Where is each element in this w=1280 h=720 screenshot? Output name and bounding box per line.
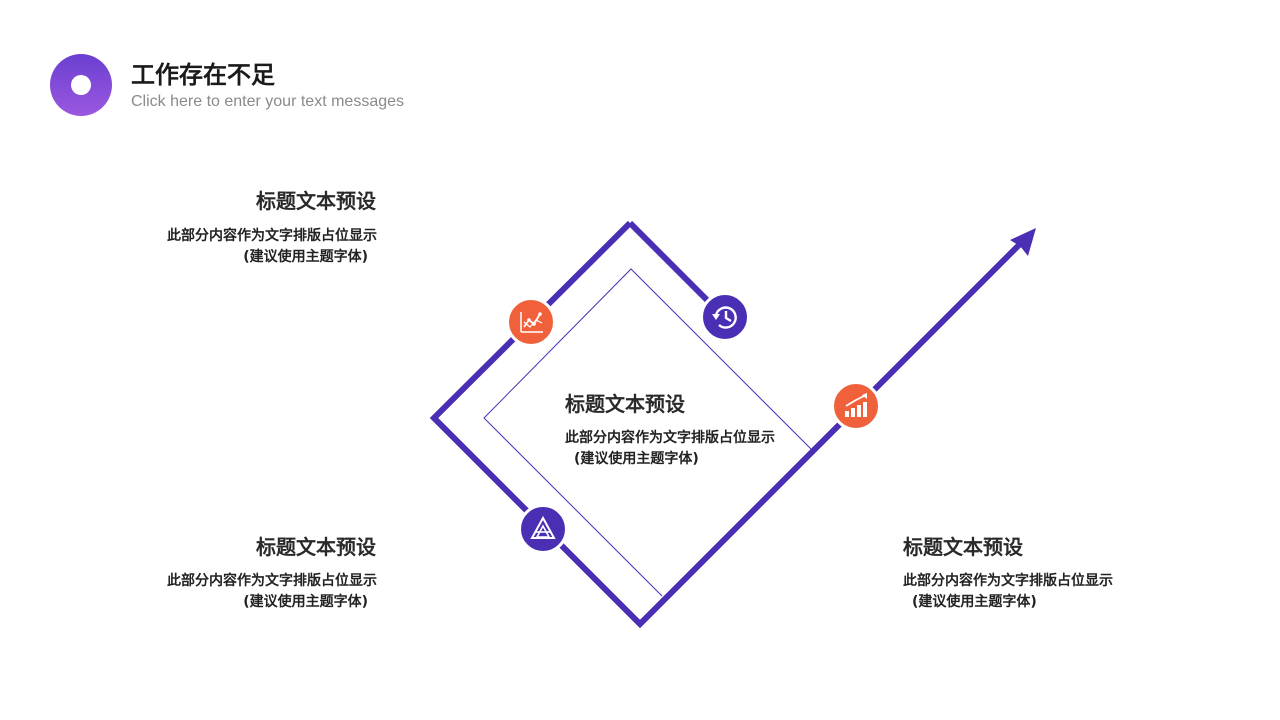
text-block-top-left: 标题文本预设: [120, 185, 376, 214]
text-block-center-body: 此部分内容作为文字排版占位显示 (建议使用主题字体): [565, 428, 775, 470]
inner-diamond-outline: [483, 268, 813, 597]
history-icon: [700, 292, 750, 342]
block-line: 此部分内容作为文字排版占位显示: [565, 430, 775, 446]
logo-ring-icon: [50, 54, 112, 116]
block-line: (建议使用主题字体): [574, 451, 699, 467]
triangle-icon: [518, 504, 568, 554]
text-block-top-left-body: 此部分内容作为文字排版占位显示 (建议使用主题字体): [120, 226, 377, 268]
line-chart-icon: [506, 297, 556, 347]
block-line: (建议使用主题字体): [912, 594, 1037, 610]
block-line: (建议使用主题字体): [243, 249, 368, 265]
page-title: 工作存在不足: [131, 61, 275, 89]
text-block-bottom-left-body: 此部分内容作为文字排版占位显示 (建议使用主题字体): [120, 571, 377, 613]
main-path-line: [429, 220, 1025, 629]
block-title: 标题文本预设: [565, 392, 685, 416]
block-title: 标题文本预设: [256, 189, 376, 213]
block-line: 此部分内容作为文字排版占位显示: [903, 573, 1113, 589]
arrow-head: [1010, 228, 1036, 256]
block-title: 标题文本预设: [256, 535, 376, 559]
top-right-segment: [627, 220, 711, 304]
text-block-bottom-right: 标题文本预设: [903, 531, 1023, 560]
bar-chart-up-icon: [831, 381, 881, 431]
text-block-bottom-right-body: 此部分内容作为文字排版占位显示 (建议使用主题字体): [903, 571, 1113, 613]
block-line: 此部分内容作为文字排版占位显示: [167, 228, 377, 244]
block-line: (建议使用主题字体): [243, 594, 368, 610]
block-title: 标题文本预设: [903, 535, 1023, 559]
text-block-center: 标题文本预设: [565, 388, 685, 417]
block-line: 此部分内容作为文字排版占位显示: [167, 573, 377, 589]
page-subtitle: Click here to enter your text messages: [131, 93, 405, 110]
text-block-bottom-left: 标题文本预设: [120, 531, 376, 560]
